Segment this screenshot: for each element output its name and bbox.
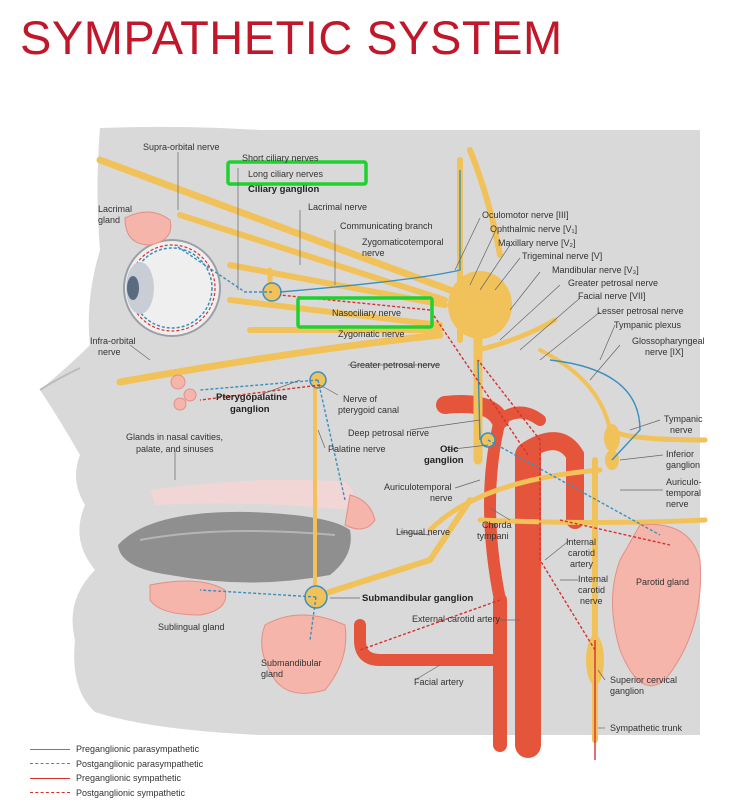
label-auriculotemporal-r-2: temporal [666,488,701,498]
label-infra-orbital-2: nerve [98,347,121,357]
label-communicating-branch: Communicating branch [340,221,433,231]
label-long-ciliary: Long ciliary nerves [248,169,324,179]
legend-item: Preganglionic sympathetic [30,771,203,786]
label-greater-petrosal-r: Greater petrosal nerve [568,278,658,288]
label-zygomaticotemporal: Zygomaticotemporal [362,237,444,247]
legend-swatch [30,777,70,779]
glands [124,211,702,694]
label-internal-carotid: Internal [566,537,596,547]
label-zygomaticotemporal-2: nerve [362,248,385,258]
label-pterygoid-canal: Nerve of [343,394,378,404]
label-external-carotid: External carotid artery [412,614,501,624]
page-title: SYMPATHETIC SYSTEM [20,11,563,64]
palate [150,479,354,510]
eyeball [123,239,221,337]
label-trigeminal: Trigeminal nerve [V] [522,251,602,261]
label-facial-artery: Facial artery [414,677,464,687]
label-sublingual: Sublingual gland [158,622,225,632]
legend-label: Preganglionic parasympathetic [76,744,200,755]
label-nasociliary: Nasociliary nerve [332,308,401,318]
label-lacrimal-gland-2: gland [98,215,120,225]
label-inferior-ganglion: Inferior [666,449,694,459]
legend-swatch [30,748,70,750]
label-tympanic-nerve: Tympanic [664,414,703,424]
label-glands-nasal: Glands in nasal cavities, [126,432,223,442]
label-pterygoid-canal-2: pterygoid canal [338,405,399,415]
label-auriculotemporal-l: Auriculotemporal [384,482,452,492]
label-internal-carotid-3: artery [570,559,594,569]
label-ciliary-ganglion: Ciliary ganglion [248,184,319,195]
legend-item: Postganglionic parasympathetic [30,757,203,772]
label-facial-nerve: Facial nerve [VII] [578,291,646,301]
label-superior-cervical-2: ganglion [610,686,644,696]
label-pterygopalatine-2: ganglion [230,404,270,415]
tongue [118,511,351,583]
label-internal-carotid-2: carotid [568,548,595,558]
highlight-nasociliary [296,296,434,329]
label-superior-cervical: Superior cervical [610,675,677,685]
label-inferior-ganglion-2: ganglion [666,460,700,470]
label-infra-orbital: Infra-orbital [90,336,136,346]
label-mandibular: Mandibular nerve [V₃] [552,265,639,275]
label-oculomotor: Oculomotor nerve [III] [482,210,569,220]
label-deep-petrosal: Deep petrosal nerve [348,428,429,438]
label-palatine: Palatine nerve [328,444,386,454]
label-otic-2: ganglion [424,455,464,466]
label-auriculotemporal-r: Auriculo- [666,477,702,487]
legend-label: Postganglionic sympathetic [76,787,186,798]
label-supra-orbital: Supra-orbital nerve [143,142,220,152]
label-auriculotemporal-r-3: nerve [666,499,689,509]
label-short-ciliary: Short ciliary nerves [242,153,319,163]
label-greater-petrosal: Greater petrosal nerve [350,360,440,370]
label-submandibular-gland: Submandibular [261,658,322,668]
label-sympathetic-trunk: Sympathetic trunk [610,723,683,733]
autonomic-pathways [174,170,671,760]
label-glossopharyngeal-2: nerve [IX] [645,347,684,357]
label-glands-nasal-2: palate, and sinuses [136,444,214,454]
label-internal-carotid-nerve-3: nerve [580,596,603,606]
legend-label: Preganglionic sympathetic [76,773,182,784]
label-glossopharyngeal: Glossopharyngeal [632,336,705,346]
legend: Preganglionic parasympathetic Postgangli… [30,742,203,800]
label-internal-carotid-nerve-2: carotid [578,585,605,595]
label-lacrimal-nerve: Lacrimal nerve [308,202,367,212]
label-pterygopalatine: Pterygopalatine [216,392,287,403]
label-submandibular-gland-2: gland [261,669,283,679]
label-tympanic-plexus: Tympanic plexus [614,320,682,330]
label-maxillary: Maxillary nerve [V₂] [498,238,576,248]
label-lingual: Lingual nerve [396,527,450,537]
label-submandibular-ganglion: Submandibular ganglion [362,593,474,604]
leader-lines [129,152,664,729]
label-lesser-petrosal: Lesser petrosal nerve [597,306,684,316]
label-chorda: Chorda [482,520,512,530]
highlight-long-ciliary [226,160,368,186]
diagram-labels: Supra-orbital nerve Short ciliary nerves… [90,142,705,733]
trigeminal-ganglion [448,271,512,339]
legend-item: Postganglionic sympathetic [30,786,203,801]
label-auriculotemporal-l-2: nerve [430,493,453,503]
label-ophthalmic: Ophthalmic nerve [V₁] [490,224,577,234]
label-parotid: Parotid gland [636,577,689,587]
label-tympanic-nerve-2: nerve [670,425,693,435]
legend-label: Postganglionic parasympathetic [76,758,204,769]
legend-swatch [30,792,70,794]
label-otic: Otic [440,444,458,455]
legend-item: Preganglionic parasympathetic [30,742,203,757]
label-zygomatic: Zygomatic nerve [338,329,405,339]
label-internal-carotid-nerve: Internal [578,574,608,584]
label-lacrimal-gland: Lacrimal [98,204,132,214]
label-chorda-2: tympani [477,531,509,541]
legend-swatch [30,763,70,765]
